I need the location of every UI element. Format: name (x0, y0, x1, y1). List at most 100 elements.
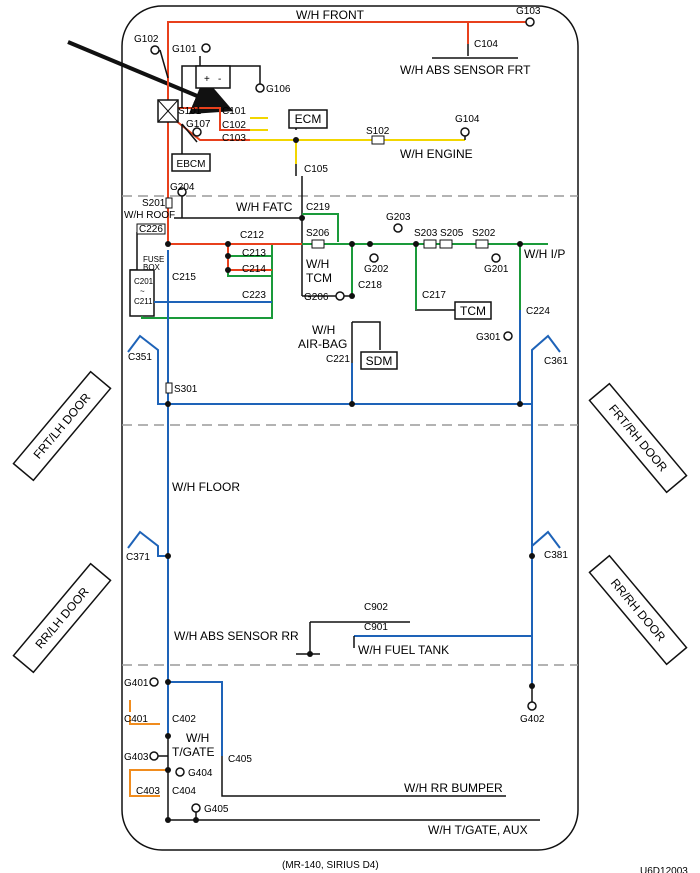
g401-label: G401 (124, 678, 149, 689)
g202-label: G202 (364, 264, 389, 275)
c351-label: C351 (128, 352, 152, 363)
g203-label: G203 (386, 212, 411, 223)
s202-label: S202 (472, 228, 496, 239)
harness-tgate-aux-label: W/H T/GATE, AUX (428, 823, 528, 837)
s301-splice-icon (165, 382, 173, 394)
c371-label: C371 (126, 552, 150, 563)
g202-ground-icon (369, 253, 379, 263)
wire-c405 (168, 681, 223, 756)
door-rr-lh-label: RR/LH DOOR (32, 584, 91, 651)
battery-pos: + (204, 74, 210, 85)
g204-label: G204 (170, 182, 195, 193)
c221-label: C221 (326, 354, 350, 365)
s203-splice-icon (423, 239, 437, 249)
harness-tcm-label-1: W/H (306, 257, 329, 271)
g404-ground-icon (175, 767, 185, 777)
wire-abs-rr (296, 622, 320, 655)
s102-splice-icon (371, 135, 385, 145)
harness-front-label: W/H FRONT (296, 8, 365, 22)
c104-label: C104 (474, 39, 498, 50)
c101-label: C101 (222, 106, 246, 117)
model-caption: (MR-140, SIRIUS D4) (282, 860, 379, 871)
wire-front-top (167, 21, 530, 120)
harness-roof-label: W/H ROOF (124, 210, 175, 221)
harness-rr-bumper-label: W/H RR BUMPER (404, 781, 503, 795)
splice-icons-ip (165, 197, 489, 394)
harness-airbag-label-1: W/H (312, 323, 335, 337)
g103-ground-icon (525, 17, 535, 27)
c381-label: C381 (544, 550, 568, 561)
g402-ground-icon (527, 701, 537, 711)
g403-label: G403 (124, 752, 149, 763)
c224-label: C224 (526, 306, 550, 317)
orange-rear-wires (129, 700, 168, 797)
g301-ground-icon (503, 331, 513, 341)
harness-tcm-label-2: TCM (306, 271, 332, 285)
g107-label: G107 (186, 119, 211, 130)
harness-floor-label: W/H FLOOR (172, 480, 240, 494)
door-frt-rh: FRT/RH DOOR (588, 382, 688, 494)
g401-ground-icon (149, 677, 159, 687)
wire-c401-loop (129, 716, 160, 725)
black-rear-wires (154, 621, 540, 821)
harness-abs-rr-label: W/H ABS SENSOR RR (174, 629, 299, 643)
g106-ground-icon (255, 83, 265, 93)
wire-c371 (127, 530, 168, 557)
wire-c351 (127, 334, 168, 405)
g402-label: G402 (520, 714, 545, 725)
harness-airbag-label-2: AIR-BAG (298, 337, 347, 351)
ecm-label: ECM (295, 112, 322, 126)
wire-c102 (168, 107, 250, 131)
door-rr-lh: RR/LH DOOR (12, 562, 112, 674)
wire-green-loop (141, 244, 273, 319)
fuse-box-label-2: BOX (143, 263, 161, 272)
c901-label: C901 (364, 622, 388, 633)
c215-label: C215 (172, 272, 196, 283)
c402-label: C402 (172, 714, 196, 725)
c211-label: C211 (134, 297, 153, 306)
fuse-box-label-1: FUSE (143, 255, 164, 264)
harness-ip-label: W/H I/P (524, 247, 565, 261)
wire-c403 (129, 780, 160, 797)
vehicle-body-outline (121, 5, 579, 851)
battery-neg: - (218, 74, 221, 85)
wire-g107 (181, 123, 198, 143)
c212-label: C212 (240, 230, 264, 241)
ground-symbols-ip-rear (149, 223, 537, 813)
g206-label: G206 (304, 292, 329, 303)
s201-label: S201 (142, 198, 166, 209)
g201-ground-icon (491, 253, 501, 263)
wire-g102 (159, 49, 169, 79)
g403-ground-icon (149, 751, 159, 761)
s206-label: S206 (306, 228, 330, 239)
c226-label: C226 (139, 224, 163, 235)
tcm-module-box (454, 301, 492, 320)
fuse-box-connector (129, 269, 155, 317)
wire-rr-bumper (221, 756, 506, 797)
s301-label: S301 (174, 384, 198, 395)
door-rr-rh-label: RR/RH DOOR (608, 576, 669, 644)
s102-label: S102 (366, 126, 390, 137)
wire-c361 (531, 334, 561, 404)
s205-splice-icon (439, 239, 453, 249)
wire-airbag (352, 321, 381, 350)
wire-c226-fuse (130, 232, 138, 271)
c214-label: C214 (242, 264, 266, 275)
g404-label: G404 (188, 768, 213, 779)
junction-dots (165, 137, 535, 823)
s205-label: S205 (440, 228, 464, 239)
c103-label: C103 (222, 133, 246, 144)
c213-label: C213 (242, 248, 266, 259)
harness-engine-label: W/H ENGINE (400, 147, 473, 161)
pointer-arrow (67, 40, 234, 115)
red-front-harness (167, 21, 530, 246)
c404-label: C404 (172, 786, 196, 797)
c217-label: C217 (422, 290, 446, 301)
g103-label: G103 (516, 6, 541, 17)
s201-splice-icon (165, 197, 173, 209)
g405-ground-icon (191, 803, 201, 813)
c403-label: C403 (136, 786, 160, 797)
harness-abs-frt-label: W/H ABS SENSOR FRT (400, 63, 531, 77)
c401-label: C401 (124, 714, 148, 725)
